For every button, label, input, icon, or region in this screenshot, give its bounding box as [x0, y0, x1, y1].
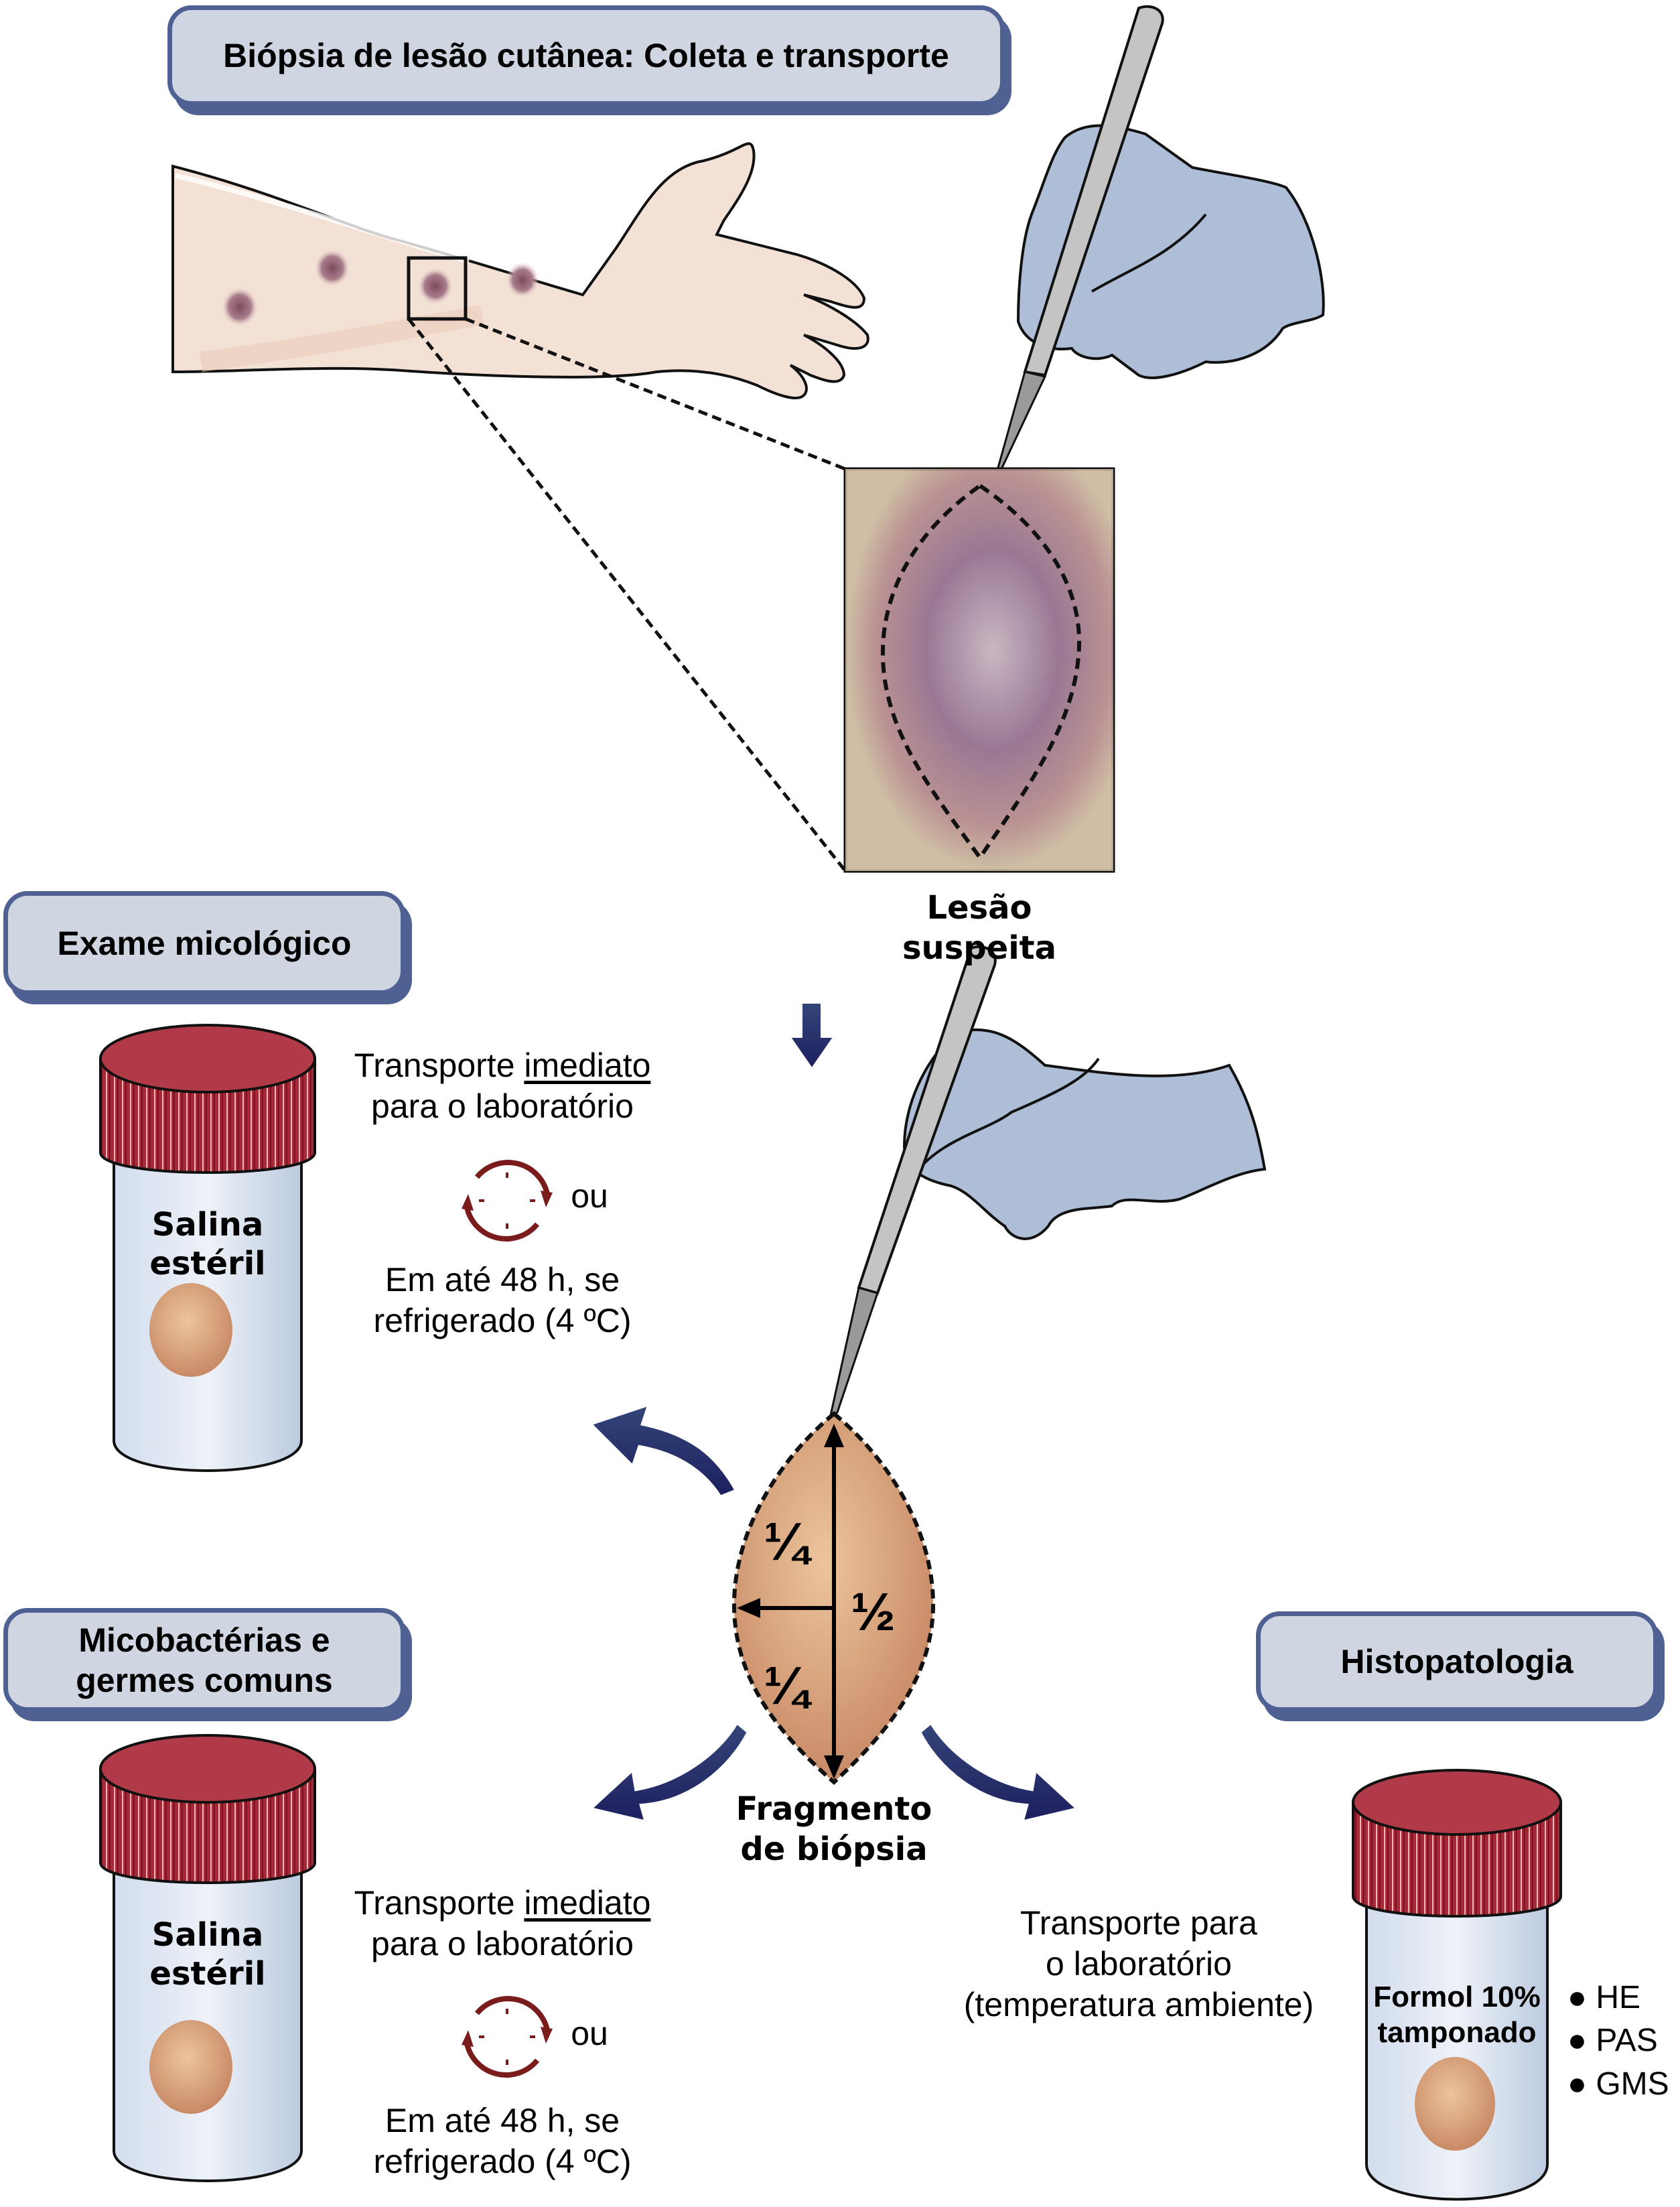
mycobacteria-title: Micobactérias e germes comuns: [76, 1620, 332, 1700]
mycology-or-label: ou: [571, 1177, 608, 1215]
alt-line2: refrigerado (4 ºC): [373, 2143, 632, 2180]
stain-item: ● HE: [1567, 1980, 1641, 2015]
stain-item: ● PAS: [1567, 2023, 1658, 2059]
fragment-label-line1: Fragmento: [736, 1790, 932, 1828]
alt-line1: Em até 48 h, se: [384, 2102, 620, 2139]
scalpel-top: [995, 5, 1164, 475]
tissue-sample: [1415, 2057, 1495, 2151]
transport-prefix: Transporte: [354, 1884, 524, 1922]
arrow-to-mycobacteria: [585, 1719, 752, 1826]
biopsy-fragment: [731, 1411, 936, 1786]
fraction-half: ½: [851, 1582, 896, 1642]
zoom-line: [407, 318, 847, 872]
lesion-label: Lesão suspeita: [902, 889, 1056, 967]
histopathology-section-box: Histopatologia: [1256, 1611, 1658, 1712]
transport-emphasis: imediato: [524, 1884, 651, 1922]
jar-label-line2: estéril: [149, 1954, 266, 1993]
jar-label-line1: Salina: [151, 1206, 264, 1244]
title-box: Biópsia de lesão cutânea: Coleta e trans…: [167, 5, 1005, 106]
clock-icon: [462, 1160, 553, 1242]
zoom-line: [465, 317, 846, 471]
transport-prefix: Transporte: [354, 1047, 524, 1084]
mycology-jar-label: Salina estéril: [114, 1206, 301, 1283]
mycobacteria-transport-text: Transporte imediato para o laboratório: [328, 1883, 677, 1964]
mycology-alt-text: Em até 48 h, se refrigerado (4 ºC): [328, 1260, 677, 1341]
stain-list: ● HE ● PAS ● GMS: [1567, 1977, 1669, 2106]
fragment-label-line2: de biópsia: [740, 1830, 928, 1868]
alt-line1: Em até 48 h, se: [384, 1261, 620, 1298]
lesion-spot: [314, 249, 350, 287]
fragment-label: Fragmento de biópsia: [700, 1789, 968, 1869]
fraction-quarter-bottom: ¼: [764, 1656, 809, 1715]
mycobacteria-or-label: ou: [571, 2015, 608, 2052]
down-arrow: [784, 1000, 840, 1075]
transport-emphasis: imediato: [524, 1047, 651, 1084]
jar-label-line1: Salina: [151, 1916, 264, 1954]
mycobacteria-section-box: Micobactérias e germes comuns: [3, 1608, 405, 1712]
stain-pas: PAS: [1596, 2023, 1658, 2059]
transport-line2: para o laboratório: [371, 1087, 634, 1125]
transport-line2: o laboratório: [1046, 1945, 1232, 1983]
title-line1: Micobactérias e: [78, 1621, 330, 1659]
specimen-jar-mycology: [99, 1024, 316, 1472]
transport-line3: (temperatura ambiente): [963, 1986, 1314, 2023]
transport-line1: Transporte para: [1020, 1904, 1257, 1942]
arrow-to-mycology: [585, 1400, 740, 1500]
specimen-jar-mycobacteria: [99, 1734, 316, 2182]
page-title: Biópsia de lesão cutânea: Coleta e trans…: [223, 37, 949, 74]
stain-item: ● GMS: [1567, 2066, 1669, 2102]
jar-label-line2: tamponado: [1377, 2015, 1537, 2049]
tissue-sample: [149, 1283, 232, 1377]
arrow-to-histopathology: [916, 1719, 1083, 1826]
alt-line2: refrigerado (4 ºC): [373, 1302, 632, 1339]
zoom-box: [407, 256, 468, 321]
transport-line2: para o laboratório: [371, 1925, 634, 1962]
mycobacteria-jar-label: Salina estéril: [114, 1916, 301, 1993]
jar-label-line2: estéril: [149, 1244, 266, 1282]
tissue-sample: [149, 2020, 232, 2114]
lesion-spot: [221, 287, 259, 327]
histopathology-title: Histopatologia: [1340, 1643, 1573, 1680]
title-line2: germes comuns: [76, 1661, 333, 1699]
histopathology-transport-text: Transporte para o laboratório (temperatu…: [938, 1903, 1340, 2025]
lesion-spot: [417, 267, 453, 305]
mycology-title: Exame micológico: [57, 924, 352, 962]
histopathology-jar-label: Formol 10% tamponado: [1367, 1980, 1547, 2051]
clock-icon: [462, 1996, 553, 2078]
mycology-section-box: Exame micológico: [3, 891, 405, 995]
stain-gms: GMS: [1596, 2066, 1669, 2102]
fraction-quarter-top: ¼: [764, 1512, 809, 1571]
specimen-jar-histopathology: [1352, 1769, 1562, 2201]
mycology-transport-text: Transporte imediato para o laboratório: [328, 1045, 677, 1127]
stain-he: HE: [1596, 1980, 1641, 2015]
mycobacteria-alt-text: Em até 48 h, se refrigerado (4 ºC): [328, 2100, 677, 2182]
lesion-photo: [843, 467, 1115, 873]
scalpel-bottom: [829, 945, 997, 1417]
jar-label-line1: Formol 10%: [1373, 1981, 1541, 2013]
lesion-spot: [506, 262, 539, 298]
arm: [171, 142, 869, 399]
